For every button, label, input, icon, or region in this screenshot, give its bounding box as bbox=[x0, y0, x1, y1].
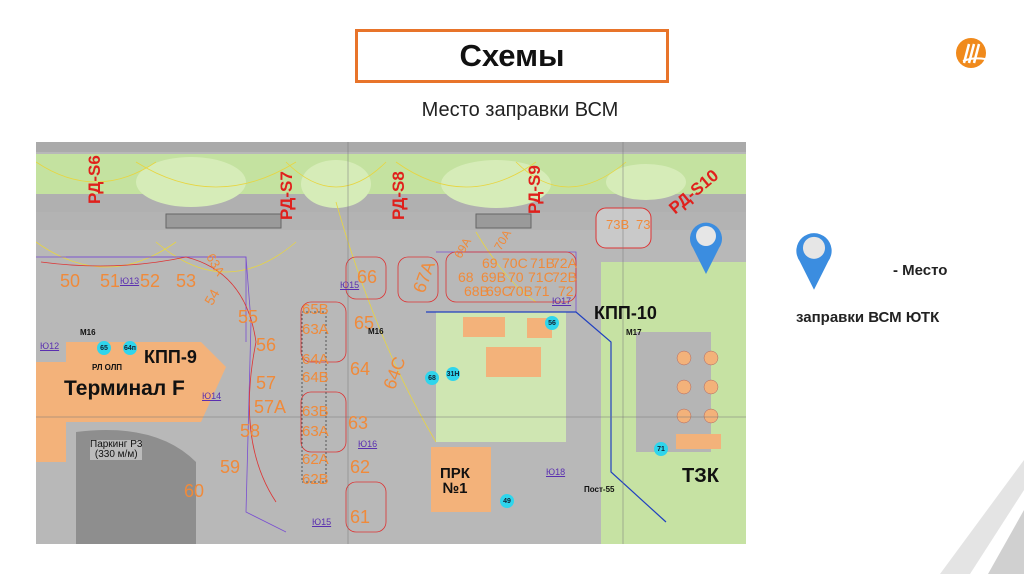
zone-label: Ю16 bbox=[358, 439, 378, 449]
decorative-stripes bbox=[940, 460, 1024, 574]
stand-label: 56 bbox=[256, 335, 277, 355]
stand-label: 50 bbox=[60, 271, 81, 291]
taxiway-label: РД-S6 bbox=[85, 155, 104, 204]
stand-label: 58 bbox=[240, 421, 261, 441]
terminal-f-label: Терминал F bbox=[64, 377, 185, 400]
zone-label: Ю15 bbox=[312, 517, 332, 527]
stand-label: 69 bbox=[482, 255, 498, 271]
stand-label: 57А bbox=[254, 397, 287, 417]
stand-label: 73 bbox=[636, 217, 651, 232]
tzk-label: ТЗК bbox=[682, 465, 719, 487]
legend-text-line2: заправки ВСМ ЮТК bbox=[796, 309, 940, 326]
stand-label: 52 bbox=[140, 271, 161, 291]
stand-label: 68В bbox=[464, 283, 489, 299]
stand-label: 70В bbox=[508, 283, 533, 299]
stand-label: 63А bbox=[302, 423, 329, 440]
stand-label: 71 bbox=[534, 283, 550, 299]
stand-label: 71В bbox=[530, 255, 555, 271]
stand-label: 69В bbox=[481, 269, 506, 285]
zone-label: Ю15 bbox=[340, 280, 360, 290]
stand-label: 65 bbox=[354, 313, 375, 333]
stand-label: 66 bbox=[357, 267, 378, 287]
stand-label: 60 bbox=[184, 481, 205, 501]
stand-label: 72А bbox=[552, 255, 577, 271]
stand-label: 63А bbox=[302, 321, 329, 338]
stand-label: 62 bbox=[350, 457, 371, 477]
stand-label: 64А bbox=[302, 351, 329, 368]
stand-label: 61 bbox=[350, 507, 371, 527]
map-background bbox=[36, 142, 746, 544]
taxiway-label: РД-S9 bbox=[525, 165, 544, 214]
point-marker: 65 bbox=[97, 341, 111, 355]
stand-label: 65В bbox=[302, 301, 329, 318]
point-marker: 31Н bbox=[446, 367, 460, 381]
m16-label: М16 bbox=[80, 328, 96, 337]
point-marker: 64п bbox=[123, 341, 137, 355]
fuel-location-pin-icon bbox=[690, 222, 722, 274]
point-marker: 49 bbox=[500, 494, 514, 508]
stand-label: 63В bbox=[302, 403, 329, 420]
post55-label: Пост-55 bbox=[584, 485, 615, 494]
stand-label: 62В bbox=[302, 471, 329, 488]
rl-label: РЛ ОЛП bbox=[92, 363, 123, 372]
company-logo bbox=[956, 38, 986, 68]
m16-label: М16 bbox=[368, 327, 384, 336]
stand-label: 72В bbox=[552, 269, 577, 285]
stand-label: 64 bbox=[350, 359, 371, 379]
zone-label: Ю13 bbox=[120, 276, 140, 286]
prk1-label: ПРК №1 bbox=[440, 465, 470, 497]
zone-label: Ю17 bbox=[552, 296, 572, 306]
taxiway-label: РД-S7 bbox=[277, 171, 296, 220]
zone-label: Ю18 bbox=[546, 467, 566, 477]
stand-label: 62А bbox=[302, 451, 329, 468]
stand-label: 70 bbox=[508, 269, 524, 285]
stand-label: 71С bbox=[528, 269, 554, 285]
stand-label: 72 bbox=[558, 283, 574, 299]
slide-title: Схемы bbox=[355, 29, 669, 83]
slide-subtitle: Место заправки ВСМ bbox=[421, 99, 619, 121]
stand-label: 63 bbox=[348, 413, 369, 433]
stand-label: 70С bbox=[502, 255, 528, 271]
stand-label: 69С bbox=[486, 283, 512, 299]
stand-label: 51 bbox=[100, 271, 121, 291]
stand-label: 64В bbox=[302, 369, 329, 386]
stand-label: 73В bbox=[606, 217, 630, 232]
point-marker: 56 bbox=[545, 316, 559, 330]
stand-label: 68 bbox=[458, 269, 474, 285]
stand-label: 55 bbox=[238, 307, 259, 327]
stand-label: 53 bbox=[176, 271, 197, 291]
stand-label: 57 bbox=[256, 373, 277, 393]
legend-pin-icon bbox=[796, 233, 832, 290]
kpp10-label: КПП-10 bbox=[594, 303, 657, 323]
legend-text-line1: - Место bbox=[893, 262, 948, 279]
zone-label: Ю14 bbox=[202, 391, 222, 401]
stand-label: 59 bbox=[220, 457, 241, 477]
airport-map: РД-S6 РД-S7 РД-S8 РД-S9 РД-S10 50 51 52 … bbox=[36, 142, 746, 544]
point-marker: 68 bbox=[425, 371, 439, 385]
kpp9-label: КПП-9 bbox=[144, 347, 197, 367]
zone-label: Ю12 bbox=[40, 341, 60, 351]
parking-label: Паркинг Р3 (330 м/м) bbox=[90, 439, 143, 460]
m17-label: М17 bbox=[626, 328, 642, 337]
point-marker: 71 bbox=[654, 442, 668, 456]
taxiway-label: РД-S8 bbox=[389, 171, 408, 220]
